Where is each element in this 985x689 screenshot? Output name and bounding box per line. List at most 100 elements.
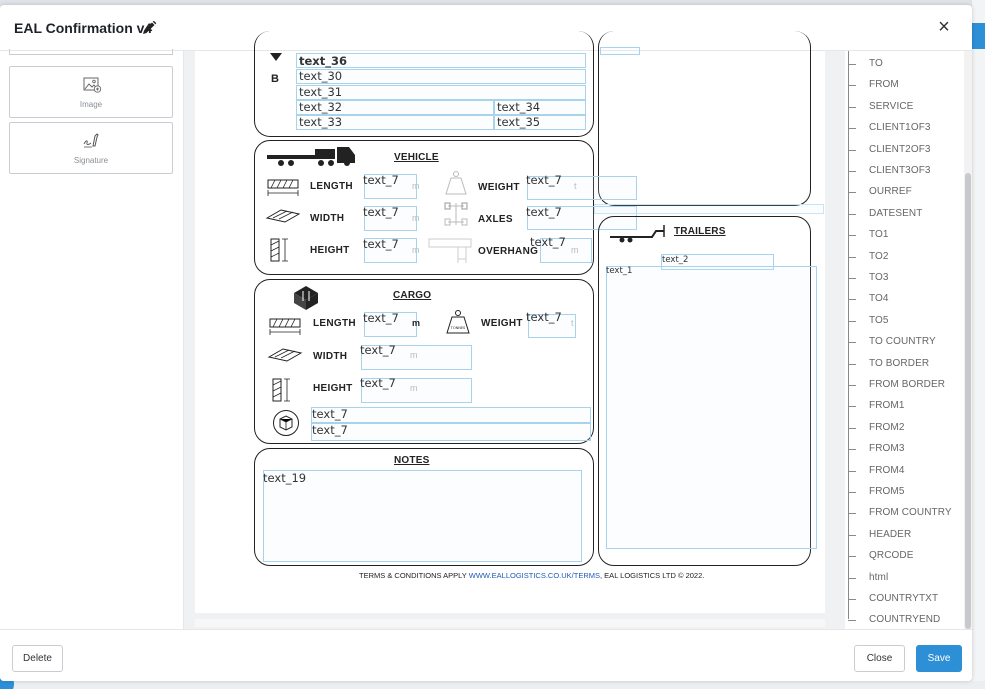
field-list-item[interactable]: QRCODE	[848, 548, 963, 566]
field-list-item[interactable]: TO	[848, 56, 963, 74]
field-list-item[interactable]: TO5	[848, 313, 963, 331]
edit-pencil-icon[interactable]	[141, 20, 157, 36]
vehicle-weight-label: WEIGHT	[478, 182, 520, 193]
field-list-item-label: TO	[869, 58, 883, 69]
cargo-length-field[interactable]	[364, 312, 417, 337]
field-list-item-label: FROM2	[869, 421, 905, 433]
field-partial[interactable]	[600, 47, 640, 55]
field-label: text_7	[363, 237, 399, 251]
close-button[interactable]: Close	[854, 645, 905, 672]
field-label: text_7	[363, 205, 399, 219]
modal-header: EAL Confirmation v4 ×	[0, 5, 972, 51]
cargo-height-field[interactable]	[361, 378, 472, 403]
height-icon	[272, 378, 290, 402]
field-list-item-label: FROM1	[869, 400, 905, 412]
vehicle-length-label: LENGTH	[310, 181, 353, 192]
field-list-item[interactable]: SERVICE	[848, 99, 963, 117]
tree-branch-line	[848, 599, 856, 600]
field-list-item[interactable]: FROM3	[848, 441, 963, 459]
field-label: text_7	[526, 173, 562, 187]
weight-icon	[445, 171, 467, 195]
close-icon[interactable]: ×	[938, 16, 950, 38]
field-list-item[interactable]: FROM	[848, 77, 963, 95]
cargo-package-field-1[interactable]	[311, 407, 591, 423]
tree-branch-line	[848, 235, 856, 237]
field-text-35[interactable]	[494, 115, 586, 130]
field-list-item-label: FROM	[869, 79, 899, 91]
field-list-item[interactable]: CLIENT2OF3	[848, 142, 963, 160]
field-list-item[interactable]: COUNTRYEND	[848, 612, 963, 629]
field-list-item[interactable]: OURREF	[848, 184, 963, 202]
field-list-item[interactable]: FROM BORDER	[848, 377, 963, 395]
field-text-34[interactable]	[494, 100, 586, 115]
field-list-item[interactable]: CLIENT1OF3	[848, 120, 963, 138]
field-list-item[interactable]: COUNTRYTXT	[848, 591, 963, 609]
field-list-item-label: TO1	[869, 229, 889, 241]
vehicle-height-field[interactable]	[364, 238, 417, 263]
field-list-item[interactable]: html	[848, 570, 963, 588]
delete-button[interactable]: Delete	[12, 645, 63, 672]
field-label: text_34	[497, 100, 541, 114]
length-icon	[267, 179, 299, 196]
tree-branch-line	[848, 342, 856, 344]
terms-footer: TERMS & CONDITIONS APPLY WWW.EALLOGISTIC…	[359, 571, 704, 580]
field-text-36[interactable]	[296, 53, 586, 68]
vehicle-axles-field[interactable]	[527, 206, 637, 230]
field-list-item[interactable]: HEADER	[848, 527, 963, 545]
field-list-item[interactable]: TO3	[848, 270, 963, 288]
tree-branch-line	[848, 406, 856, 408]
address-section-box	[254, 31, 594, 137]
vehicle-length-field[interactable]	[364, 174, 417, 199]
vehicle-weight-field[interactable]	[527, 176, 637, 200]
field-list-item-label: DATESENT	[869, 207, 923, 219]
field-label: text_1	[606, 266, 633, 276]
field-text-32[interactable]	[296, 100, 494, 115]
notes-field[interactable]	[263, 470, 582, 562]
field-list-item[interactable]: FROM1	[848, 398, 963, 416]
tree-branch-line	[848, 256, 856, 258]
field-list-item[interactable]: DATESENT	[848, 206, 963, 224]
modal-title: EAL Confirmation v4	[14, 20, 153, 36]
field-list-item[interactable]: FROM2	[848, 420, 963, 438]
cargo-package-field-2[interactable]	[311, 423, 591, 441]
cargo-width-field[interactable]	[361, 345, 472, 370]
marker-diamond-icon	[270, 53, 282, 61]
scrollbar-thumb[interactable]	[965, 173, 971, 629]
field-list-item-label: COUNTRYTXT	[869, 593, 939, 604]
tree-branch-line	[848, 299, 856, 301]
terms-link[interactable]: WWW.EALLOGISTICS.CO.UK/TERMS	[468, 571, 601, 580]
field-list-item[interactable]: FROM4	[848, 463, 963, 481]
field-list-item[interactable]: TO2	[848, 249, 963, 267]
palette-item-partial[interactable]	[9, 49, 173, 55]
field-text-30[interactable]	[296, 69, 586, 84]
field-label: text_7	[312, 407, 348, 421]
horizontal-scrollbar[interactable]	[195, 619, 825, 627]
vehicle-section-box	[254, 140, 594, 275]
vertical-scrollbar[interactable]	[964, 51, 972, 629]
field-stretch-outline[interactable]	[594, 204, 824, 214]
field-list-item[interactable]: TO COUNTRY	[848, 334, 963, 352]
field-list-item-label: FROM BORDER	[869, 379, 946, 390]
vehicle-width-field[interactable]	[364, 206, 417, 231]
vehicle-height-label: HEIGHT	[310, 245, 350, 256]
modal-footer: Delete Close Save	[0, 629, 972, 681]
field-list-item[interactable]: CLIENT3OF3	[848, 163, 963, 181]
palette-item-signature[interactable]: Signature	[9, 122, 173, 174]
field-list-item[interactable]: FROM5	[848, 484, 963, 502]
palette-item-image[interactable]: Image	[9, 66, 173, 118]
field-list-item[interactable]: TO4	[848, 291, 963, 309]
unit-label: m	[571, 245, 579, 255]
field-text-33[interactable]	[296, 115, 494, 130]
save-button[interactable]: Save	[916, 645, 962, 672]
field-list-item[interactable]: FROM COUNTRY	[848, 505, 963, 523]
field-list-item[interactable]: TO BORDER	[848, 356, 963, 374]
field-label: text_7	[363, 311, 399, 325]
field-text-31[interactable]	[296, 85, 586, 100]
cargo-weight-field[interactable]	[528, 314, 576, 338]
field-label: text_7	[312, 423, 348, 437]
field-list-item[interactable]: TO1	[848, 227, 963, 245]
trailers-field-text-1[interactable]	[606, 266, 817, 549]
width-icon	[267, 348, 303, 362]
vehicle-overhang-field[interactable]	[540, 238, 592, 263]
